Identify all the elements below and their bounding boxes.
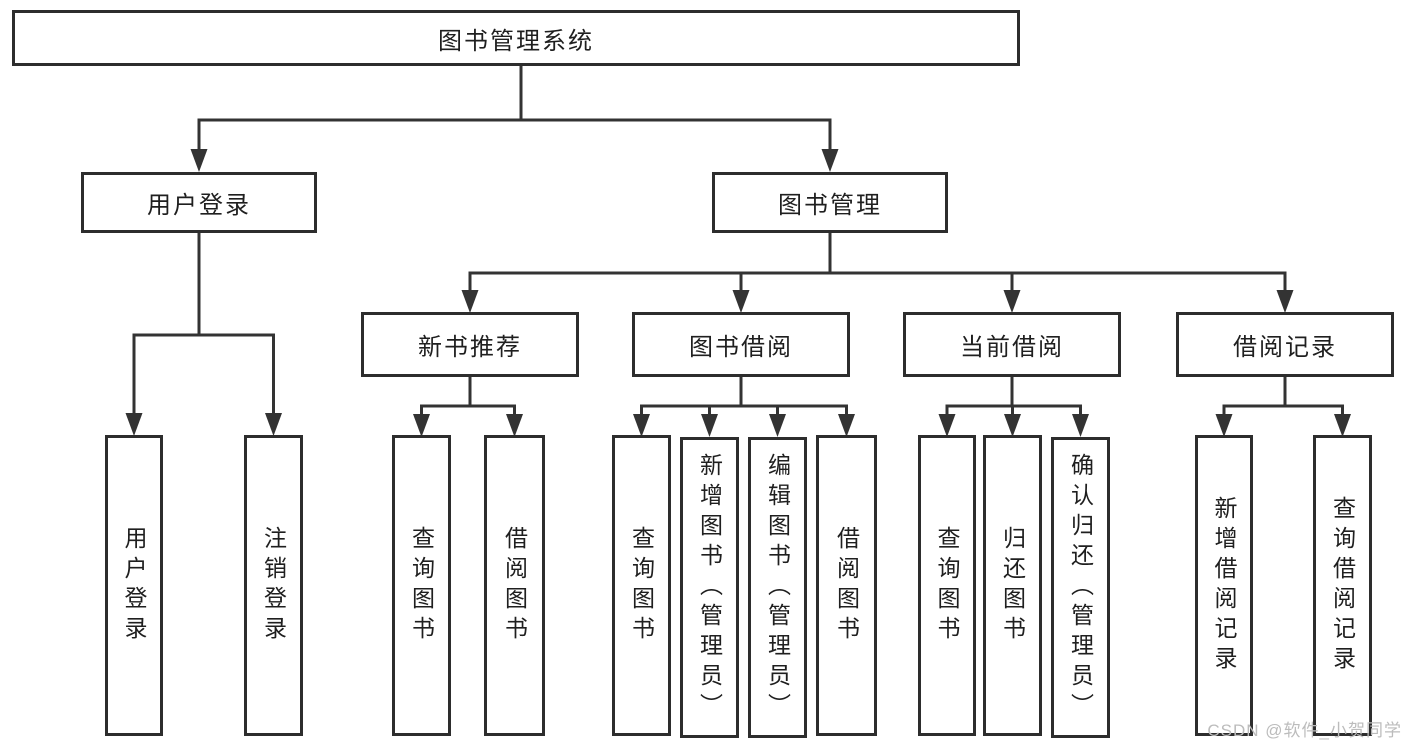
node-book-borrow: 图书借阅: [632, 312, 850, 377]
node-book-borrow-label: 图书借阅: [689, 334, 793, 361]
leaf-query-books-3: 查询图书: [918, 435, 976, 736]
leaf-user-login: 用户登录: [105, 435, 163, 736]
leaf-query-books-2: 查询图书: [612, 435, 671, 736]
node-root: 图书管理系统: [12, 10, 1020, 66]
leaf-borrow-books-2-label: 借阅图书: [833, 525, 860, 646]
node-root-label: 图书管理系统: [438, 27, 594, 55]
connector-user-login-split: [125, 233, 282, 436]
node-new-book-recommend: 新书推荐: [361, 312, 579, 377]
node-user-login: 用户登录: [81, 172, 317, 233]
csdn-watermark: CSDN @软件_小贺同学: [1207, 721, 1402, 740]
leaf-query-borrow-record: 查询借阅记录: [1313, 435, 1372, 736]
leaf-query-borrow-record-label: 查询借阅记录: [1329, 495, 1356, 676]
leaf-confirm-return-admin: 确认归还（管理员）: [1051, 437, 1110, 738]
leaf-add-book-admin-label: 新增图书（管理员）: [696, 452, 723, 723]
leaf-return-book-label: 归还图书: [999, 525, 1026, 646]
leaf-confirm-return-admin-label: 确认归还（管理员）: [1067, 452, 1094, 723]
node-current-borrow: 当前借阅: [903, 312, 1121, 377]
leaf-add-borrow-record-label: 新增借阅记录: [1211, 495, 1237, 676]
node-new-book-recommend-label: 新书推荐: [418, 334, 522, 361]
leaf-query-books-1: 查询图书: [392, 435, 451, 736]
connector-current-borrow-split: [938, 377, 1089, 437]
leaf-borrow-books-2: 借阅图书: [816, 435, 877, 736]
connector-book-borrow-split: [633, 377, 855, 437]
node-current-borrow-label: 当前借阅: [960, 334, 1064, 361]
leaf-user-login-label: 用户登录: [121, 525, 147, 646]
connector-new-book-split: [413, 377, 523, 437]
node-user-login-label: 用户登录: [147, 192, 251, 219]
node-borrow-records-label: 借阅记录: [1233, 334, 1337, 361]
leaf-logout-label: 注销登录: [260, 525, 287, 646]
leaf-return-book: 归还图书: [983, 435, 1042, 736]
leaf-add-borrow-record: 新增借阅记录: [1195, 435, 1253, 736]
leaf-edit-book-admin-label: 编辑图书（管理员）: [764, 452, 791, 723]
connector-book-management-split: [461, 233, 1294, 313]
leaf-query-books-3-label: 查询图书: [934, 525, 960, 646]
connector-root-split: [190, 64, 839, 172]
leaf-query-books-1-label: 查询图书: [408, 525, 435, 646]
node-book-management: 图书管理: [712, 172, 948, 233]
leaf-logout: 注销登录: [244, 435, 303, 736]
leaf-query-books-2-label: 查询图书: [628, 525, 655, 646]
node-book-management-label: 图书管理: [778, 192, 882, 219]
leaf-add-book-admin: 新增图书（管理员）: [680, 437, 739, 738]
leaf-borrow-books-1-label: 借阅图书: [501, 525, 528, 646]
leaf-edit-book-admin: 编辑图书（管理员）: [748, 437, 807, 738]
leaf-borrow-books-1: 借阅图书: [484, 435, 545, 736]
node-borrow-records: 借阅记录: [1176, 312, 1394, 377]
connector-borrow-records-split: [1215, 377, 1351, 437]
